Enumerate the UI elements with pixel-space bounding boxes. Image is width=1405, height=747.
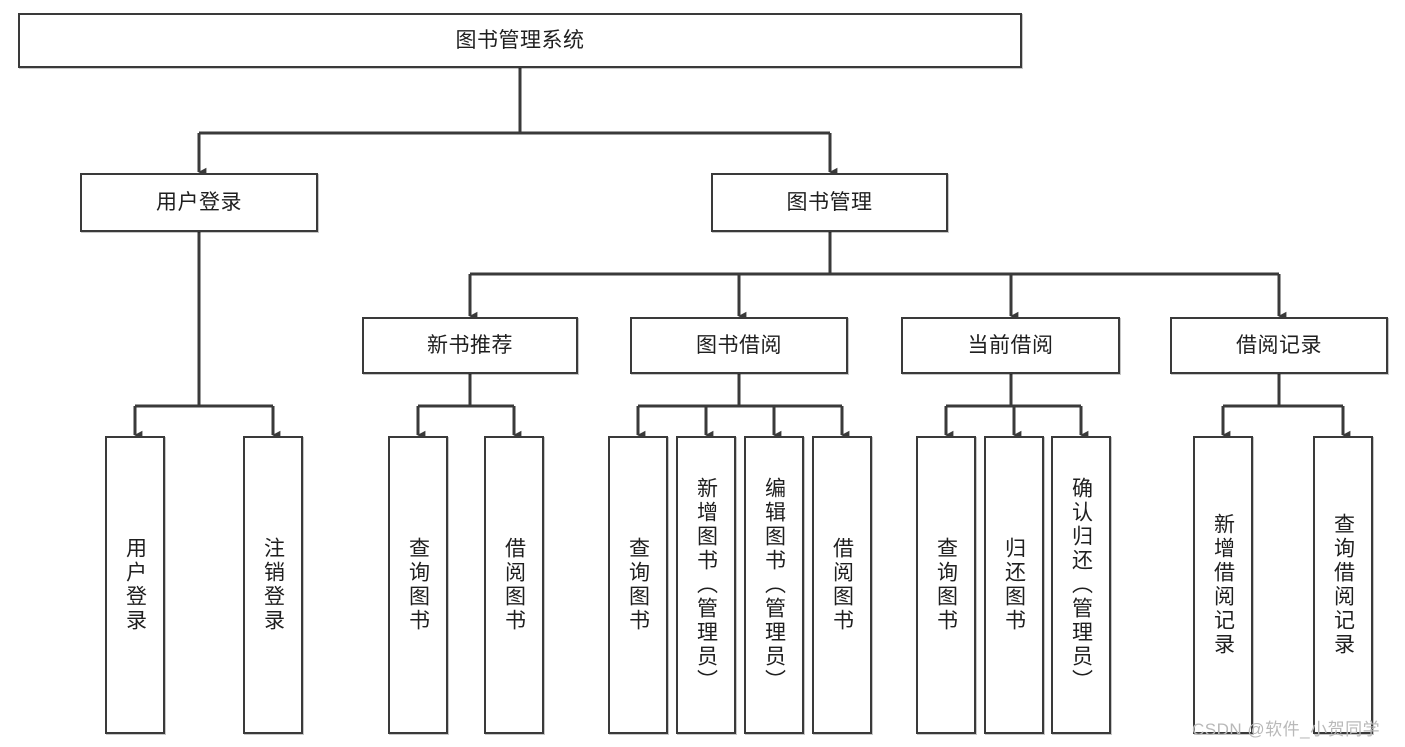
node-label: 图书借阅 [696,333,782,357]
watermark-text: CSDN @软件_小贺同学 [1192,720,1381,739]
node-leaf_6[interactable]: 编辑图书（管理员） [744,436,804,734]
node-l2_0[interactable]: 新书推荐 [362,317,578,374]
node-label: 借阅图书 [502,537,526,633]
node-label: 图书管理 [786,190,873,214]
node-label: 查询图书 [406,537,430,633]
node-leaf_5[interactable]: 新增图书（管理员） [676,436,736,734]
node-l1_1[interactable]: 图书管理 [711,173,948,232]
node-label: 借阅图书 [830,537,854,633]
node-label: 用户登录 [123,537,147,633]
node-label: 图书管理系统 [455,28,585,52]
node-label: 确认归还（管理员） [1069,477,1093,693]
node-label: 查询图书 [626,537,650,633]
node-l2_2[interactable]: 当前借阅 [901,317,1120,374]
node-label: 归还图书 [1002,537,1026,633]
node-label: 查询图书 [934,537,958,633]
node-leaf_4[interactable]: 查询图书 [608,436,668,734]
node-leaf_10[interactable]: 确认归还（管理员） [1051,436,1111,734]
edge-layer [133,68,1351,440]
node-leaf_11[interactable]: 新增借阅记录 [1193,436,1253,734]
node-root[interactable]: 图书管理系统 [18,13,1022,68]
node-leaf_2[interactable]: 查询图书 [388,436,448,734]
node-l1_0[interactable]: 用户登录 [80,173,318,232]
node-label: 新书推荐 [427,333,513,357]
node-label: 当前借阅 [967,333,1054,357]
node-leaf_7[interactable]: 借阅图书 [812,436,872,734]
node-leaf_9[interactable]: 归还图书 [984,436,1044,734]
node-l2_3[interactable]: 借阅记录 [1170,317,1388,374]
node-leaf_1[interactable]: 注销登录 [243,436,303,734]
node-label: 查询借阅记录 [1331,513,1355,657]
node-leaf_12[interactable]: 查询借阅记录 [1313,436,1373,734]
node-leaf_3[interactable]: 借阅图书 [484,436,544,734]
node-label: 编辑图书（管理员） [762,477,786,693]
node-label: 用户登录 [156,190,242,214]
node-label: 借阅记录 [1236,333,1322,357]
node-label: 注销登录 [261,537,285,633]
node-label: 新增图书（管理员） [694,477,718,693]
node-leaf_8[interactable]: 查询图书 [916,436,976,734]
node-l2_1[interactable]: 图书借阅 [630,317,848,374]
node-label: 新增借阅记录 [1211,513,1235,657]
node-leaf_0[interactable]: 用户登录 [105,436,165,734]
